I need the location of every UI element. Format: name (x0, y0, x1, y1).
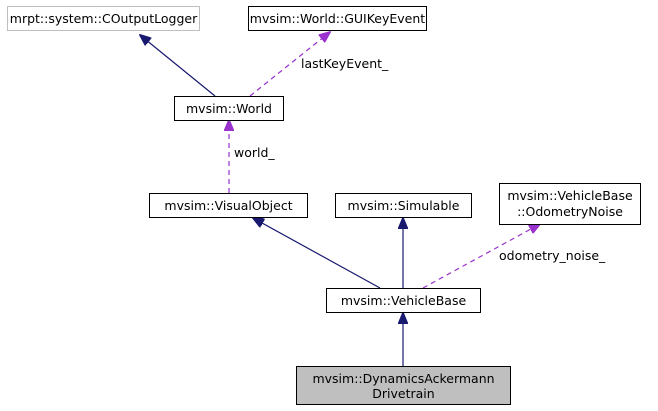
node-coutputlogger[interactable]: mrpt::system::COutputLogger (7, 6, 200, 31)
svg-text:mvsim::Simulable: mvsim::Simulable (348, 198, 460, 213)
edge-label-world: world_ (234, 145, 275, 160)
node-guikeyevent[interactable]: mvsim::World::GUIKeyEvent (248, 6, 427, 31)
svg-text:mvsim::VehicleBase: mvsim::VehicleBase (341, 293, 467, 308)
edge-label-lastkeyevent: lastKeyEvent_ (301, 56, 389, 71)
svg-text:mrpt::system::COutputLogger: mrpt::system::COutputLogger (10, 11, 198, 26)
edge-world-to-guikeyevent (249, 32, 330, 97)
edge-vehiclebase-to-odometrynoise (422, 224, 540, 289)
svg-text:mvsim::DynamicsAckermann: mvsim::DynamicsAckermann (312, 371, 494, 386)
svg-text:mvsim::World::GUIKeyEvent: mvsim::World::GUIKeyEvent (250, 11, 425, 26)
svg-text:::OdometryNoise: ::OdometryNoise (517, 204, 623, 219)
edge-label-odometry-noise: odometry_noise_ (499, 248, 606, 263)
node-visualobject[interactable]: mvsim::VisualObject (149, 193, 308, 218)
svg-text:mvsim::World: mvsim::World (186, 101, 272, 116)
svg-text:world_: world_ (234, 145, 275, 160)
svg-text:mvsim::VisualObject: mvsim::VisualObject (164, 198, 292, 213)
node-simulable[interactable]: mvsim::Simulable (335, 193, 472, 218)
svg-text:Drivetrain: Drivetrain (372, 386, 434, 401)
svg-text:mvsim::VehicleBase: mvsim::VehicleBase (507, 188, 633, 203)
node-vehiclebase[interactable]: mvsim::VehicleBase (326, 288, 481, 313)
svg-text:odometry_noise_: odometry_noise_ (499, 248, 606, 263)
edge-world-to-coutputlogger (140, 35, 216, 97)
node-odometrynoise[interactable]: mvsim::VehicleBase ::OdometryNoise (499, 183, 641, 225)
node-world[interactable]: mvsim::World (174, 96, 284, 121)
svg-text:lastKeyEvent_: lastKeyEvent_ (301, 56, 389, 71)
node-dynamicsackermann[interactable]: mvsim::DynamicsAckermann Drivetrain (296, 366, 511, 405)
edge-vehiclebase-to-visualobject (253, 218, 381, 289)
